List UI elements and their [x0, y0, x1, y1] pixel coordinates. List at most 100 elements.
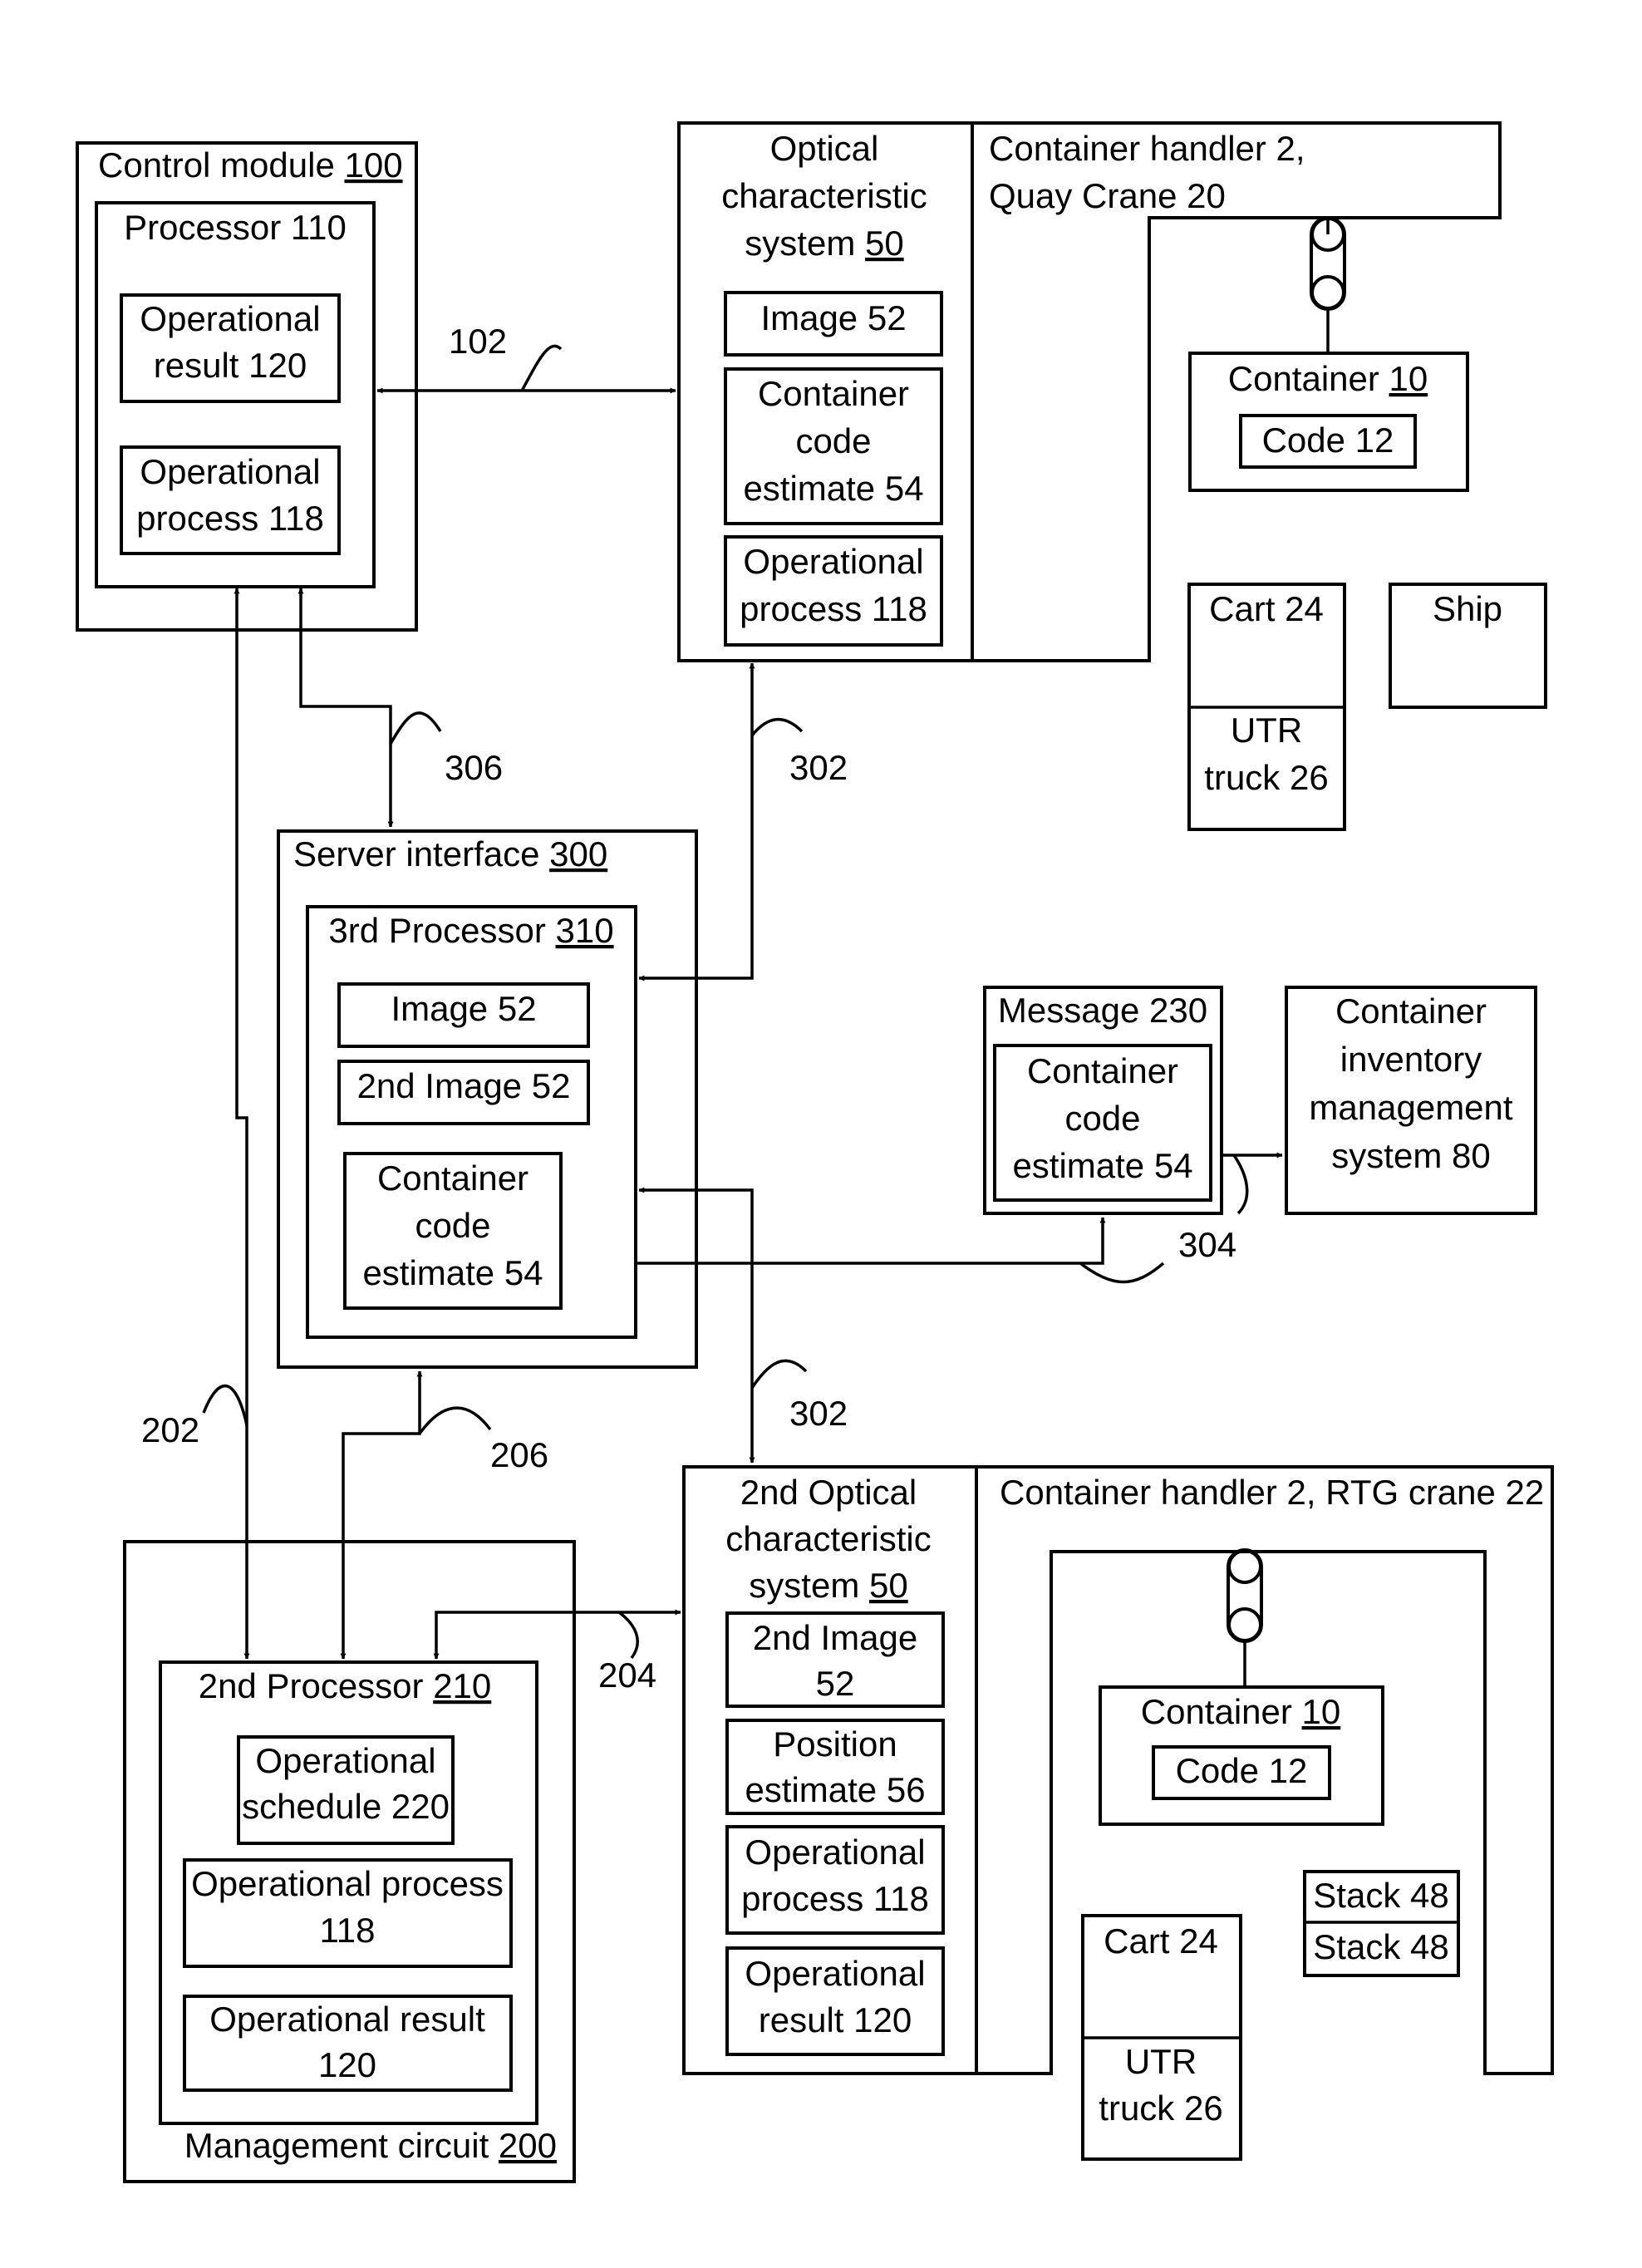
optical-op-process-line1: Operational [743, 542, 923, 581]
optical-title-line1: Optical [770, 129, 879, 168]
svg-text:system 50: system 50 [749, 1566, 907, 1605]
svg-text:Server interface 300: Server interface 300 [293, 834, 607, 873]
svg-text:Control module 100: Control module 100 [98, 145, 403, 184]
connector-202 [237, 588, 247, 1659]
rtg-title: Container handler 2, RTG crane 22 [1000, 1473, 1544, 1512]
cart-24-bottom: Cart 24 UTR truck 26 [1083, 1916, 1241, 2159]
second-processor-label: 2nd Processor [199, 1666, 424, 1705]
stack-48-label-2: Stack 48 [1313, 1927, 1448, 1966]
message-230: Message 230 Container code estimate 54 [985, 987, 1222, 1213]
third-processor-label: 3rd Processor [328, 911, 545, 950]
operational-result-120-line1: Operational [140, 299, 320, 338]
second-processor-number: 210 [433, 1666, 491, 1705]
connector-206 [343, 1371, 420, 1659]
operational-process-118-line2: process 118 [136, 499, 324, 538]
optical2-image-line1: 2nd Image [753, 1618, 917, 1657]
utr-top-line1: UTR [1231, 711, 1302, 750]
message-title: Message 230 [998, 991, 1207, 1030]
ref-204: 204 [598, 1655, 656, 1695]
rtg-hoist-icon [1228, 1550, 1261, 1641]
optical2-title-line2: characteristic [725, 1519, 931, 1558]
quay-crane-title-line2: Quay Crane 20 [989, 176, 1226, 215]
ref-302-top: 302 [789, 748, 848, 787]
inventory-line2: inventory [1340, 1040, 1482, 1079]
ship-box: Ship [1390, 584, 1546, 707]
server-number: 300 [549, 834, 607, 873]
inventory-system-80: Container inventory management system 80 [1286, 987, 1536, 1213]
ref-102: 102 [449, 322, 507, 361]
ref-302-bottom: 302 [789, 1394, 848, 1433]
cart-24-top-label: Cart 24 [1209, 589, 1324, 628]
cart-24-top: Cart 24 UTR truck 26 [1189, 584, 1345, 829]
server-code-estimate-line3: estimate 54 [362, 1253, 543, 1292]
optical-system-50: Optical characteristic system 50 Image 5… [679, 123, 972, 661]
utr-top-line2: truck 26 [1204, 758, 1328, 797]
ship-label: Ship [1433, 589, 1502, 628]
rtg-container-number: 10 [1302, 1692, 1341, 1731]
leader-206 [420, 1408, 490, 1434]
leader-302-bottom [752, 1360, 806, 1388]
management-op-process-line2: 118 [320, 1911, 376, 1950]
server-2nd-image-52-label: 2nd Image 52 [357, 1066, 571, 1105]
rtg-crane-handler: Container handler 2, RTG crane 22 Contai… [976, 1467, 1552, 2074]
inventory-line4: system 80 [1331, 1136, 1490, 1175]
management-op-result-line2: 120 [318, 2045, 376, 2084]
operational-process-118-line1: Operational [140, 452, 320, 491]
svg-text:3rd Processor 310: 3rd Processor 310 [328, 911, 613, 950]
leader-304-b [1234, 1155, 1247, 1213]
optical2-op-process-line2: process 118 [741, 1879, 929, 1918]
position-line2: estimate 56 [745, 1770, 925, 1809]
optical2-number: 50 [869, 1566, 908, 1605]
server-code-estimate-line2: code [415, 1206, 490, 1245]
optical-number: 50 [865, 224, 904, 263]
processor-110-label: Processor 110 [124, 208, 347, 247]
quay-code-12-label: Code 12 [1262, 421, 1394, 460]
optical2-image-line2: 52 [816, 1664, 855, 1703]
svg-text:system 50: system 50 [745, 224, 903, 263]
utr-bottom-line1: UTR [1125, 2042, 1197, 2081]
management-op-process-line1: Operational process [191, 1864, 504, 1903]
management-circuit-200: Management circuit 200 2nd Processor 210… [125, 1542, 574, 2182]
cart-24-bottom-label: Cart 24 [1104, 1921, 1218, 1961]
schedule-line1: Operational [255, 1741, 435, 1780]
leader-204 [619, 1612, 637, 1658]
optical2-op-result-line2: result 120 [759, 2000, 912, 2039]
quay-crane-handler: Container handler 2, Quay Crane 20 Conta… [972, 123, 1500, 661]
leader-302-top [752, 720, 802, 736]
svg-text:Management circuit 200: Management circuit 200 [184, 2126, 557, 2165]
utr-bottom-line2: truck 26 [1099, 2088, 1222, 2128]
ref-202: 202 [141, 1410, 199, 1449]
rtg-code-12-label: Code 12 [1176, 1751, 1308, 1790]
optical-code-estimate-line1: Container [758, 374, 909, 413]
management-op-result-line1: Operational result [209, 2000, 485, 2039]
management-title: Management circuit [184, 2126, 489, 2165]
optical2-op-process-line1: Operational [745, 1833, 925, 1872]
ref-306: 306 [445, 748, 503, 787]
message-code-estimate-line1: Container [1027, 1051, 1178, 1090]
ref-206: 206 [490, 1435, 548, 1474]
quay-container-number: 10 [1389, 359, 1428, 398]
svg-text:2nd Processor 210: 2nd Processor 210 [199, 1666, 492, 1705]
control-module: Control module 100 Processor 110 Operati… [77, 143, 416, 630]
optical-code-estimate-line3: estimate 54 [743, 469, 923, 508]
optical-image-52-label: Image 52 [760, 298, 906, 337]
leader-306 [391, 713, 440, 744]
ref-304: 304 [1178, 1225, 1236, 1264]
leader-304-a [1080, 1263, 1163, 1282]
optical-op-process-line2: process 118 [740, 589, 927, 628]
server-image-52-label: Image 52 [391, 989, 536, 1028]
connector-304-to-message [636, 1218, 1103, 1263]
inventory-line3: management [1309, 1088, 1512, 1127]
message-code-estimate-line3: estimate 54 [1012, 1146, 1192, 1185]
server-interface-300: Server interface 300 3rd Processor 310 I… [278, 831, 696, 1367]
svg-text:Container 10: Container 10 [1228, 359, 1428, 398]
leader-102 [522, 346, 561, 391]
leader-202 [204, 1386, 247, 1425]
quay-crane-title-line1: Container handler 2, [989, 129, 1305, 168]
quay-container-label: Container [1228, 359, 1379, 398]
optical2-op-result-line1: Operational [745, 1954, 925, 1993]
rtg-container-label: Container [1141, 1692, 1292, 1731]
operational-result-120-line2: result 120 [154, 346, 307, 385]
optical-title-line2: characteristic [721, 176, 927, 215]
connector-204 [436, 1612, 681, 1659]
